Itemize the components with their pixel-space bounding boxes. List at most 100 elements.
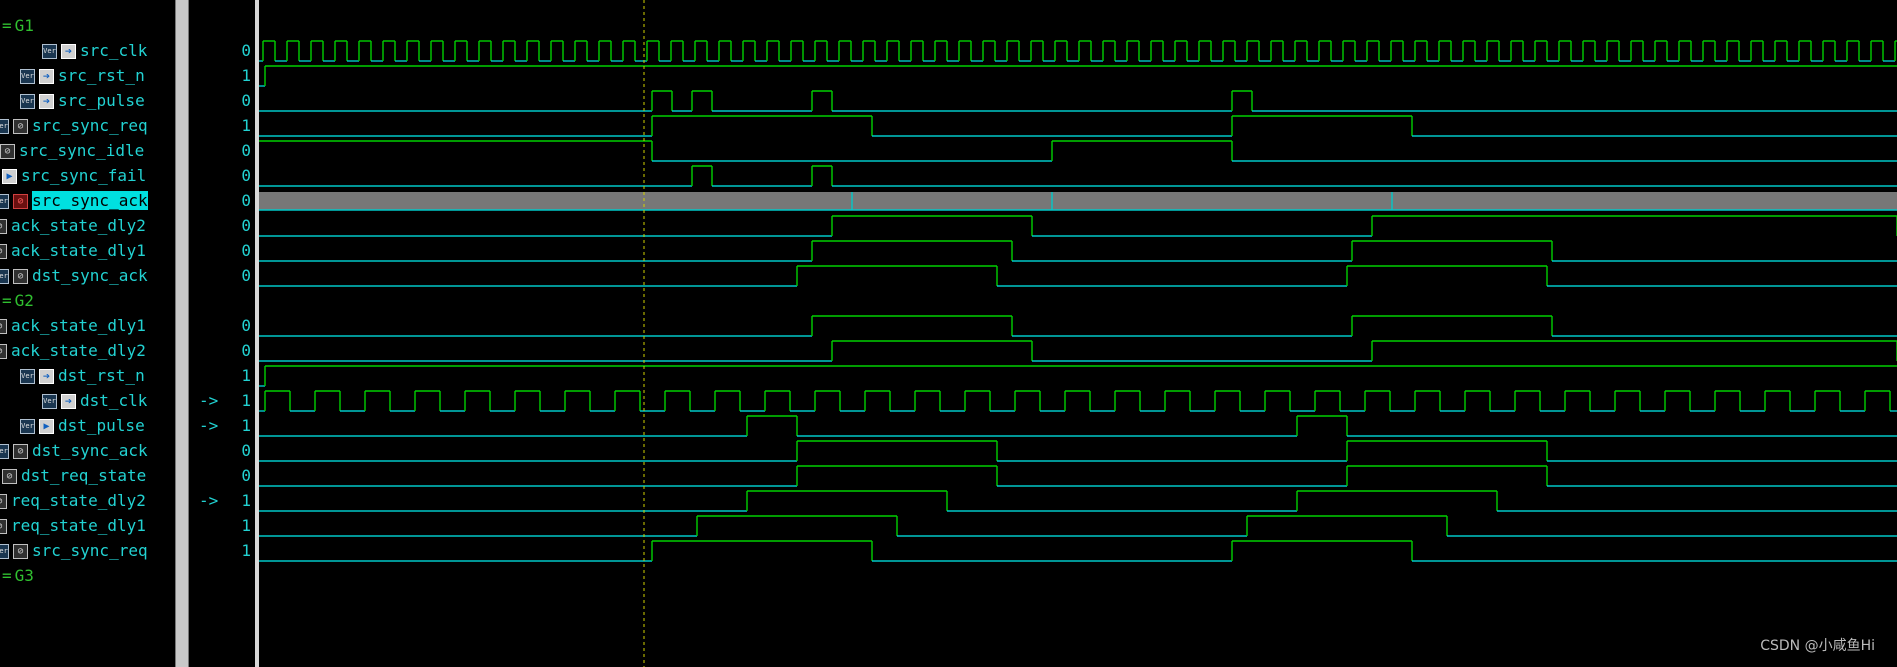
signal-name: dst_req_state [21, 466, 147, 485]
signal-value: 1 [241, 541, 251, 560]
signal-row-ack-state-dly2[interactable]: ⊘ ack_state_dly2 [0, 341, 146, 361]
reg-type-icon: Ver [0, 269, 9, 284]
out-type-icon: ▶ [39, 419, 54, 434]
signal-value: 0 [241, 166, 251, 185]
signal-row-ack-state-dly2[interactable]: ⊘ack_state_dly2 [0, 216, 146, 236]
wire-type-icon: ⊘ [0, 519, 7, 534]
signal-value: 0 [241, 41, 251, 60]
src-sync-ack-band [259, 192, 1897, 210]
signal-value: 1 [241, 416, 251, 435]
signal-value: 0 [241, 141, 251, 160]
group-label: G3 [14, 566, 34, 585]
signal-name: src_sync_fail [21, 166, 147, 185]
signal-name: src_sync_idle [19, 141, 145, 160]
in-type-icon: ➔ [39, 69, 54, 84]
signal-row-src-sync-req[interactable]: Ver ⊘ src_sync_req [0, 541, 148, 561]
wire-type-icon: ⊘ [13, 544, 28, 559]
reg-type-icon: Ver [0, 119, 9, 134]
signal-name: src_clk [80, 41, 148, 60]
reg-type-icon: Ver [20, 94, 35, 109]
signal-row-req-state-dly1[interactable]: ⊘ req_state_dly1 [0, 516, 146, 536]
signal-name: src_rst_n [58, 66, 145, 85]
signal-name: ack_state_dly1 [11, 316, 146, 335]
reg-type-icon: Ver [20, 69, 35, 84]
wire-type-icon: ⊘ [13, 119, 28, 134]
signal-row-ack-state-dly1[interactable]: ⊘ack_state_dly1 [0, 241, 146, 261]
signal-row-src-sync-fail[interactable]: ▶ src_sync_fail [2, 166, 146, 186]
group-marker-icon: = [2, 291, 12, 310]
signal-row-src-clk[interactable]: Ver ➔ src_clk [42, 41, 147, 61]
value-change-arrow-icon: -> [199, 391, 219, 410]
wire-type-icon: ⊘ [0, 344, 7, 359]
signal-name: dst_sync_ack [32, 441, 148, 460]
reg-type-icon: Ver [42, 394, 57, 409]
signal-name: dst_rst_n [58, 366, 145, 385]
group-g3[interactable]: =G3 [2, 566, 34, 586]
signal-name: ack_state_dly2 [11, 216, 146, 235]
reg-type-icon: Ver [0, 544, 9, 559]
reg-type-icon: Ver [0, 194, 9, 209]
wire-type-icon: ⊘ [2, 469, 17, 484]
reg-type-icon: Ver [42, 44, 57, 59]
signal-row-dst-req-state[interactable]: ⊘ dst_req_state [2, 466, 146, 486]
signal-row-dst-pulse[interactable]: Ver ▶ dst_pulse [20, 416, 145, 436]
signal-row-dst-sync-ack[interactable]: Ver ⊘ dst_sync_ack [0, 266, 148, 286]
wire-type-icon: ⊘ [0, 319, 7, 334]
value-change-arrow-icon: -> [199, 416, 219, 435]
signal-row-src-pulse[interactable]: Ver ➔ src_pulse [20, 91, 145, 111]
signal-name: ack_state_dly1 [11, 241, 146, 260]
value-change-arrow-icon: -> [199, 491, 219, 510]
wire-type-icon: ⊘ [13, 269, 28, 284]
signal-value: 0 [241, 216, 251, 235]
pane-splitter-left[interactable] [175, 0, 189, 667]
in-type-icon: ➔ [39, 369, 54, 384]
signal-name: dst_sync_ack [32, 266, 148, 285]
signal-value: 0 [241, 441, 251, 460]
group-label: G2 [14, 291, 34, 310]
signal-row-dst-sync-ack[interactable]: Ver⊘dst_sync_ack [0, 441, 148, 461]
signal-name: src_sync_req [32, 541, 148, 560]
signal-row-dst-rst-n[interactable]: Ver ➔ dst_rst_n [20, 366, 145, 386]
signal-row-src-sync-req[interactable]: Ver ⊘ src_sync_req [0, 116, 148, 136]
signal-name: req_state_dly1 [11, 516, 146, 535]
signal-name: dst_pulse [58, 416, 145, 435]
reg-type-icon: Ver [20, 419, 35, 434]
in-type-icon: ➔ [61, 394, 76, 409]
signal-name: req_state_dly2 [11, 491, 146, 510]
signal-value: 0 [241, 316, 251, 335]
signal-value: 1 [241, 366, 251, 385]
signal-value: 1 [241, 516, 251, 535]
signal-name: src_sync_req [32, 116, 148, 135]
signal-name: src_sync_ack [32, 191, 148, 210]
red-type-icon: ⊘ [13, 194, 28, 209]
signal-name: ack_state_dly2 [11, 341, 146, 360]
signal-row-src-sync-ack[interactable]: Ver ⊘ src_sync_ack [0, 191, 148, 211]
in-type-icon: ➔ [61, 44, 76, 59]
group-marker-icon: = [2, 566, 12, 585]
signal-row-req-state-dly2[interactable]: ⊘ req_state_dly2 [0, 491, 146, 511]
pane-splitter-right[interactable] [255, 0, 259, 667]
signal-name: dst_clk [80, 391, 148, 410]
signal-name: src_pulse [58, 91, 145, 110]
wire-type-icon: ⊘ [0, 144, 15, 159]
out-type-icon: ▶ [2, 169, 17, 184]
signal-value: 1 [241, 391, 251, 410]
signal-row-dst-clk[interactable]: Ver ➔ dst_clk [42, 391, 147, 411]
reg-type-icon: Ver [20, 369, 35, 384]
signal-value: 1 [241, 491, 251, 510]
signal-row-src-sync-idle[interactable]: ⊘ src_sync_idle [0, 141, 144, 161]
signal-value: 0 [241, 241, 251, 260]
wire-type-icon: ⊘ [0, 494, 7, 509]
signal-value: 0 [241, 191, 251, 210]
wire-type-icon: ⊘ [13, 444, 28, 459]
signal-row-src-rst-n[interactable]: Ver ➔ src_rst_n [20, 66, 145, 86]
group-marker-icon: = [2, 16, 12, 35]
waveform-panel[interactable] [259, 0, 1897, 667]
signal-row-ack-state-dly1[interactable]: ⊘ ack_state_dly1 [0, 316, 146, 336]
group-g1[interactable]: =G1 [2, 16, 34, 36]
group-g2[interactable]: =G2 [2, 291, 34, 311]
watermark: CSDN @小咸鱼Hi [1760, 638, 1875, 654]
in-type-icon: ➔ [39, 94, 54, 109]
